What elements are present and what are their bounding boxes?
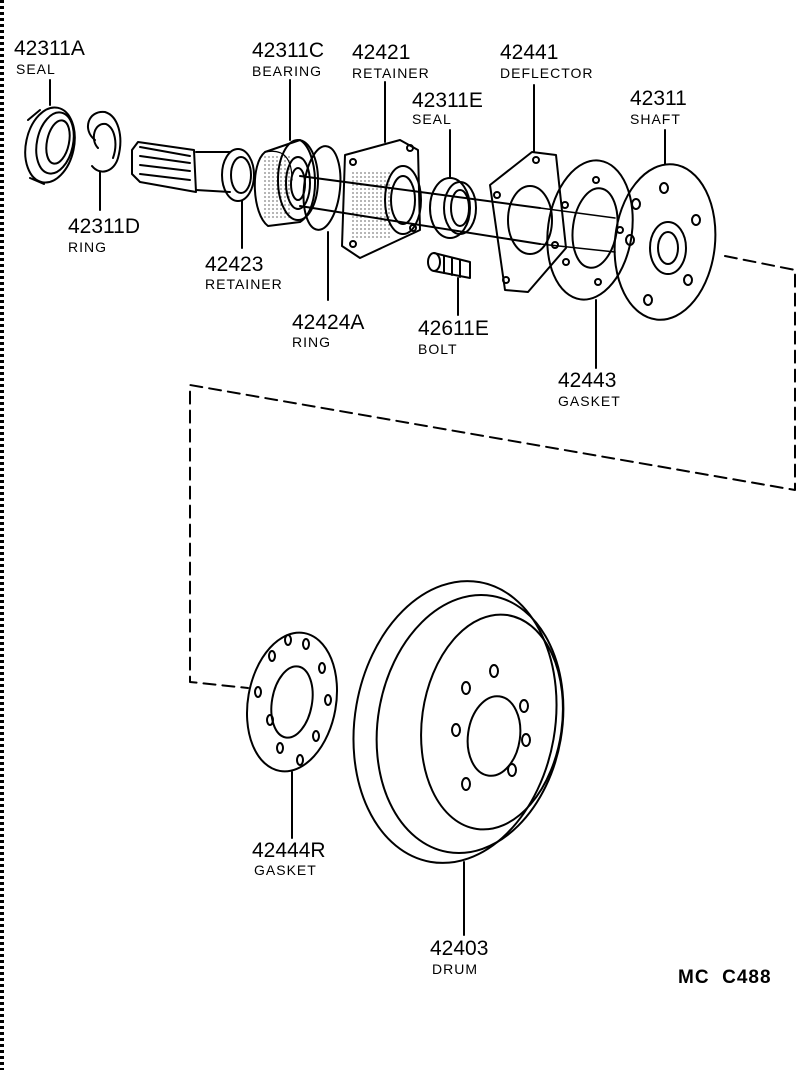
part-number-42311e: 42311E [412,89,483,112]
part-number-42311: 42311 [630,87,687,110]
bolt-42611e-part [427,252,471,316]
part-name-retainer-42423: RETAINER [205,276,283,292]
part-name-drum: DRUM [432,961,478,977]
part-name-gasket: GASKET [558,393,621,409]
ring-42424a-part [302,145,342,301]
ring-42311d-part [86,110,122,173]
part-name-seal: SEAL [16,61,56,77]
assembly-dashed-lines [189,255,796,689]
gasket-42444r-part [245,631,339,839]
page-edge [0,0,4,1070]
part-number-42443: 42443 [558,369,617,392]
part-number-42311a: 42311A [14,37,85,60]
part-number-42444r: 42444R [252,839,326,862]
part-name-deflector: DEFLECTOR [500,65,594,81]
part-name-bearing: BEARING [252,63,323,79]
part-name-seal-e: SEAL [412,111,452,127]
part-number-42403: 42403 [430,937,489,960]
part-name-ring-42424a: RING [292,334,331,350]
part-name-retainer: RETAINER [352,65,430,81]
retainer-42423-part [221,148,255,249]
brake-drum-42403-part [352,580,565,936]
deflector-42441-part [489,84,567,293]
leader-lines [49,79,386,211]
part-number-42424a: 42424A [292,311,365,334]
part-number-42441: 42441 [500,41,559,64]
seal-42311a-part [24,106,76,185]
bearing-42311c-part [253,139,319,227]
part-name-shaft: SHAFT [630,111,681,127]
part-name-bolt: BOLT [418,341,458,357]
part-number-42311d: 42311D [68,215,141,238]
shaft-flange-42311-part [613,129,717,321]
part-number-42311c: 42311C [252,39,325,62]
part-number-42423: 42423 [205,253,264,276]
part-number-42611e: 42611E [418,317,489,340]
retainer-42421-part [341,139,422,259]
part-number-42421: 42421 [352,41,411,64]
diagram-code: MC C488 [678,967,772,988]
part-name-ring: RING [68,239,107,255]
part-name-gasket-42444r: GASKET [254,862,317,878]
seal-42311e-part [429,129,477,239]
